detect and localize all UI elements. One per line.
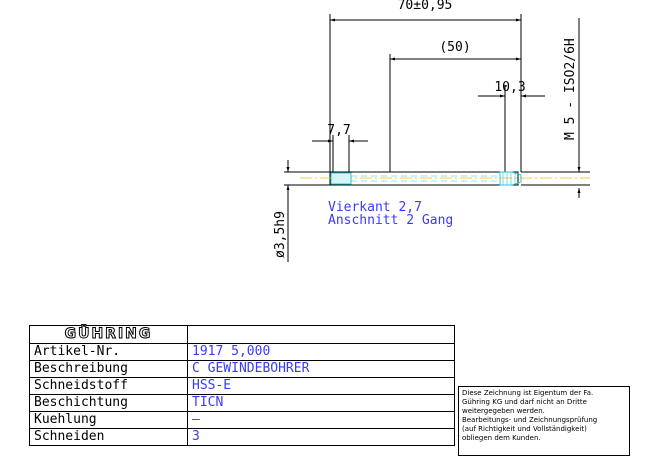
ownership-notice: Diese Zeichnung ist Eigentum der Fa. Güh… — [458, 386, 630, 456]
note-square: Vierkant 2,7 — [328, 200, 422, 215]
dim-shank-text: (50) — [439, 40, 470, 55]
dim-shank-length: (50) — [389, 40, 521, 172]
table-row: Schneidstoff HSS-E — [29, 377, 455, 395]
dim-square-text: 7,7 — [327, 123, 350, 138]
company-logo: GÜHRING — [29, 325, 188, 344]
label-coating: Beschichtung — [29, 394, 188, 412]
note-chamfer: Anschnitt 2 Gang — [328, 213, 453, 228]
thread-spec-dim: M 5 - ISO2/6H — [563, 18, 581, 198]
table-row: Beschreibung C GEWINDEBOHRER — [29, 360, 455, 378]
thread-spec-text: M 5 - ISO2/6H — [563, 38, 578, 140]
label-flutes: Schneiden — [29, 428, 188, 446]
title-block-logo-row: GÜHRING — [29, 325, 455, 344]
notice-line: Bearbeitungs- und Zeichnungsprüfung — [462, 416, 598, 424]
notice-line: (auf Richtigkeit und Vollständigkeit) — [462, 425, 587, 433]
label-article-no: Artikel-Nr. — [29, 343, 188, 361]
label-cooling: Kuehlung — [29, 411, 188, 429]
table-row: Beschichtung TICN — [29, 394, 455, 412]
value-cooling: — — [187, 411, 455, 429]
dim-thread-length: 10,3 — [478, 80, 545, 172]
dim-square-length: 7,7 — [312, 123, 368, 172]
notice-line: Gühring KG und darf nicht an Dritte — [462, 398, 587, 406]
notice-line: weitergegeben werden. — [462, 407, 545, 415]
shank-dia-text: ø3,5h9 — [273, 211, 288, 258]
label-description: Beschreibung — [29, 360, 188, 378]
table-row: Schneiden 3 — [29, 428, 455, 446]
value-flutes: 3 — [187, 428, 455, 446]
value-material: HSS-E — [187, 377, 455, 395]
dim-shank-diameter: ø3,5h9 — [273, 160, 290, 262]
notice-line: Diese Zeichnung ist Eigentum der Fa. — [462, 389, 594, 397]
value-article-no: 1917 5,000 — [187, 343, 455, 361]
technical-drawing: 70±0,95 (50) 10,3 7,7 M 5 - ISO2/6H — [273, 0, 590, 262]
table-row: Kuehlung — — [29, 411, 455, 429]
title-block: GÜHRING Artikel-Nr. 1917 5,000 Beschreib… — [29, 325, 455, 446]
dim-overall-text: 70±0,95 — [398, 0, 453, 13]
value-coating: TICN — [187, 394, 455, 412]
label-material: Schneidstoff — [29, 377, 188, 395]
dim-overall-length: 70±0,95 — [329, 0, 522, 172]
table-row: Artikel-Nr. 1917 5,000 — [29, 343, 455, 361]
tap-tool-body — [284, 171, 590, 186]
value-description: C GEWINDEBOHRER — [187, 360, 455, 378]
dim-thread-text: 10,3 — [494, 80, 525, 95]
notice-line: obliegen dem Kunden. — [462, 434, 541, 442]
